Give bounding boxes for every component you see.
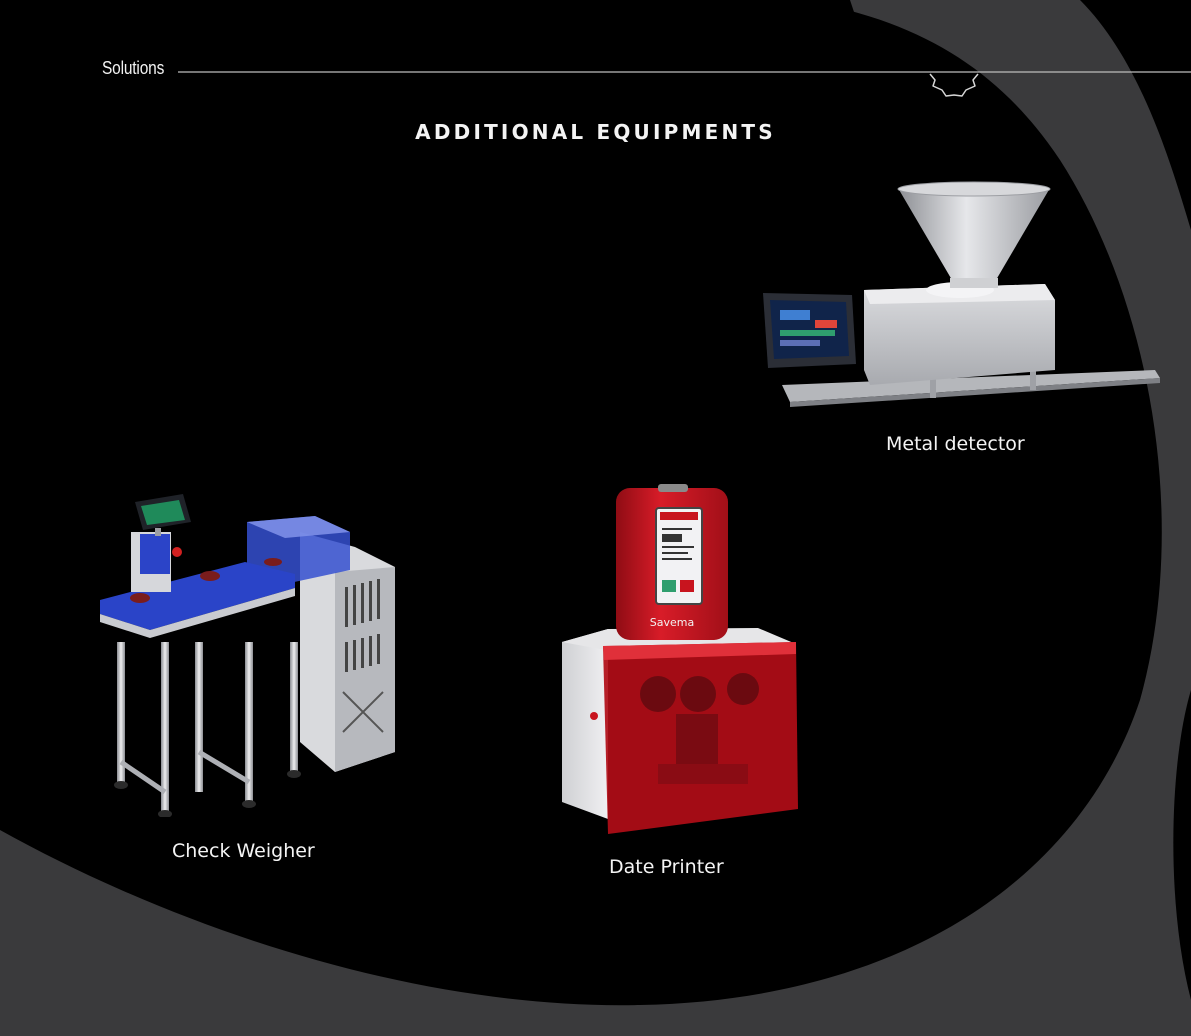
right-black-arc xyxy=(1080,0,1191,230)
date-printer-illustration: Savema xyxy=(562,484,798,834)
check-weigher-caption: Check Weigher xyxy=(172,840,315,862)
section-label: Solutions xyxy=(102,58,165,78)
printer-brand-text: Savema xyxy=(650,616,694,629)
gear-notch-icon xyxy=(929,73,979,97)
page-title: ADDITIONAL EQUIPMENTS xyxy=(415,120,776,144)
check-weigher-illustration xyxy=(100,494,395,817)
right-lower-arc xyxy=(1173,690,1191,1000)
metal-detector-caption: Metal detector xyxy=(886,433,1025,455)
metal-detector-illustration xyxy=(763,181,1160,407)
date-printer-caption: Date Printer xyxy=(609,856,724,878)
